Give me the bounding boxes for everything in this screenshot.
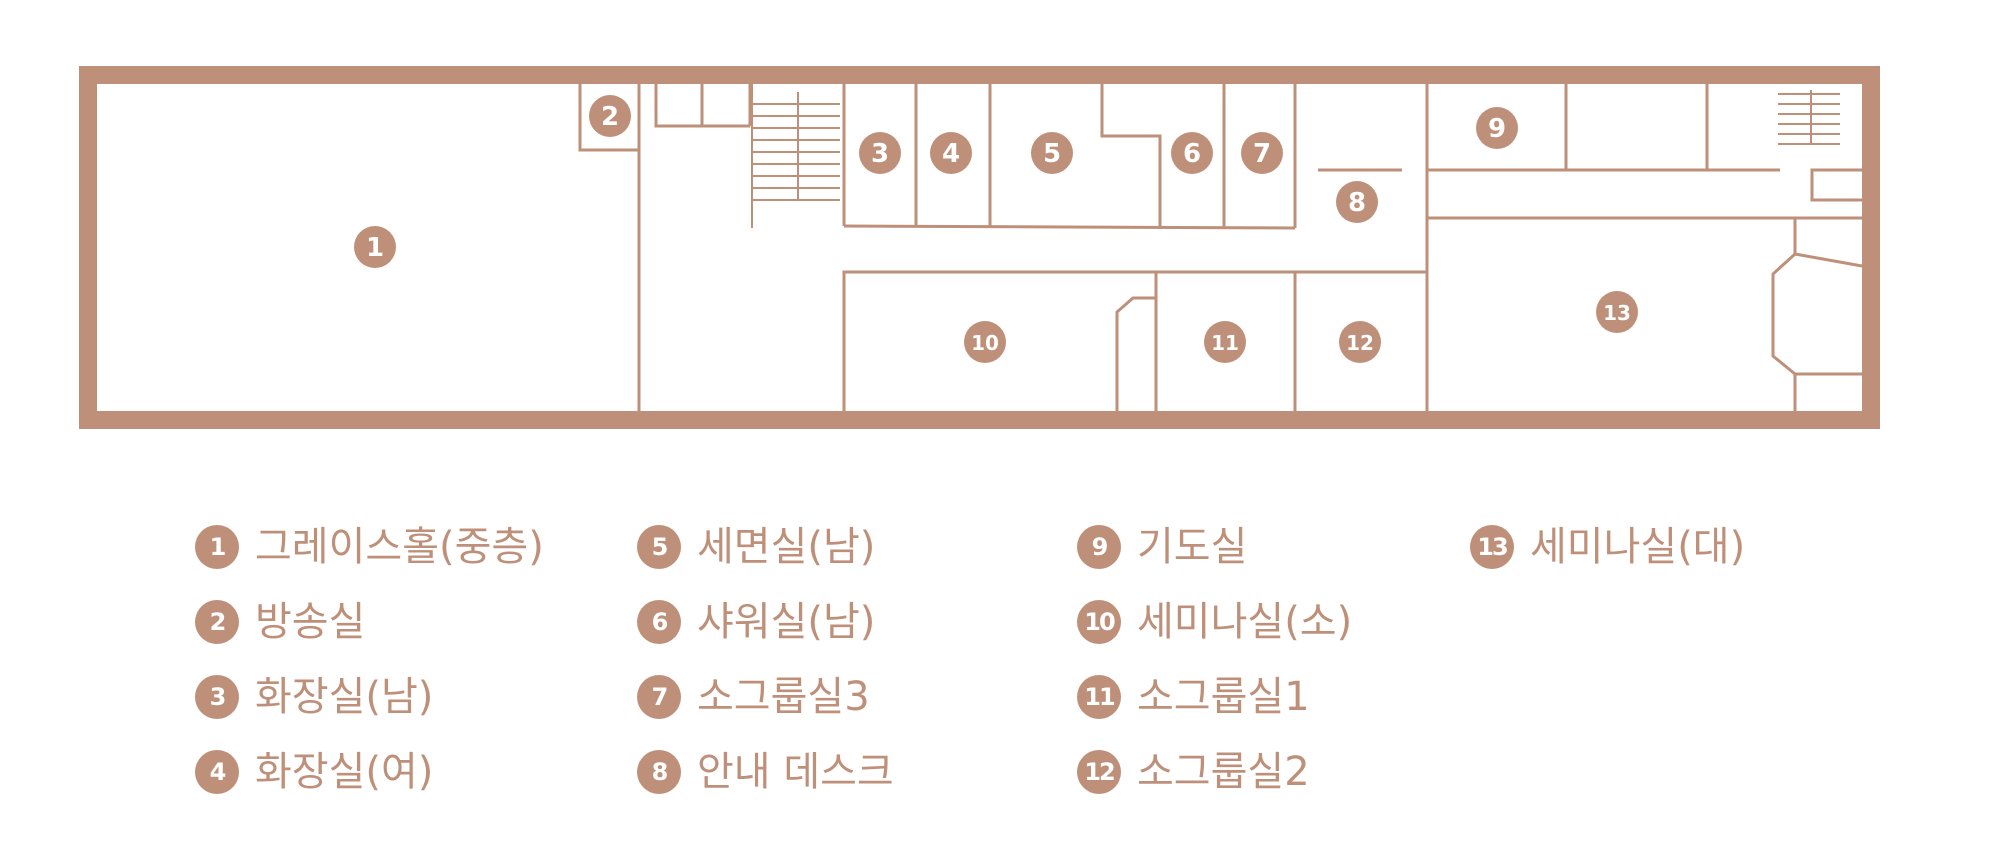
map-marker-number: 9 xyxy=(1488,114,1506,144)
map-marker-10: 10 xyxy=(964,321,1006,363)
legend-number-badge: 5 xyxy=(637,525,681,569)
map-marker-2: 2 xyxy=(589,95,631,137)
legend-number-badge: 4 xyxy=(195,750,239,794)
map-marker-1: 1 xyxy=(354,226,396,268)
map-marker-13: 13 xyxy=(1596,291,1638,333)
legend-item-11: 11 소그룹실1 xyxy=(1077,675,1310,719)
stairs-left xyxy=(751,84,840,228)
legend-number-badge: 9 xyxy=(1077,525,1121,569)
map-marker-number: 7 xyxy=(1253,139,1271,169)
legend-number-badge: 3 xyxy=(195,675,239,719)
legend-item-4: 4 화장실(여) xyxy=(195,750,433,794)
legend-item-9: 9 기도실 xyxy=(1077,525,1247,569)
map-marker-number: 6 xyxy=(1183,139,1201,169)
legend-room-name: 화장실(여) xyxy=(255,749,434,795)
map-marker-number: 4 xyxy=(942,139,960,169)
map-marker-5: 5 xyxy=(1031,132,1073,174)
legend-room-name: 방송실 xyxy=(255,599,366,645)
legend-room-name: 세미나실(대) xyxy=(1530,524,1746,570)
legend-room-name: 샤워실(남) xyxy=(697,599,876,645)
map-marker-6: 6 xyxy=(1171,132,1213,174)
map-marker-number: 11 xyxy=(1211,331,1239,355)
legend-number-badge: 10 xyxy=(1077,600,1121,644)
legend-room-name: 화장실(남) xyxy=(255,674,434,720)
legend-room-name: 세면실(남) xyxy=(697,524,876,570)
legend-number-badge: 11 xyxy=(1077,675,1121,719)
legend-number-badge: 1 xyxy=(195,525,239,569)
interior-walls xyxy=(578,84,1863,412)
legend-item-7: 7 소그룹실3 xyxy=(637,675,870,719)
legend-room-name: 그레이스홀(중층) xyxy=(255,524,544,570)
map-marker-11: 11 xyxy=(1204,321,1246,363)
legend-number-badge: 7 xyxy=(637,675,681,719)
legend-room-name: 안내 데스크 xyxy=(697,749,894,795)
legend-item-10: 10 세미나실(소) xyxy=(1077,600,1352,644)
stairs-right xyxy=(1778,90,1840,145)
map-marker-number: 2 xyxy=(601,102,619,132)
legend-item-5: 5 세면실(남) xyxy=(637,525,875,569)
legend-item-3: 3 화장실(남) xyxy=(195,675,433,719)
map-marker-number: 8 xyxy=(1348,188,1366,218)
map-marker-number: 5 xyxy=(1043,139,1061,169)
map-marker-number: 1 xyxy=(366,233,384,263)
map-marker-number: 3 xyxy=(871,139,889,169)
legend-item-6: 6 샤워실(남) xyxy=(637,600,875,644)
map-marker-7: 7 xyxy=(1241,132,1283,174)
map-marker-number: 13 xyxy=(1603,301,1631,325)
map-marker-3: 3 xyxy=(859,132,901,174)
map-marker-8: 8 xyxy=(1336,181,1378,223)
map-marker-number: 12 xyxy=(1346,331,1374,355)
legend-item-1: 1 그레이스홀(중층) xyxy=(195,525,544,569)
legend-room-name: 기도실 xyxy=(1137,524,1248,570)
legend-item-12: 12 소그룹실2 xyxy=(1077,750,1310,794)
legend-number-badge: 6 xyxy=(637,600,681,644)
legend-number-badge: 8 xyxy=(637,750,681,794)
legend-item-2: 2 방송실 xyxy=(195,600,365,644)
map-marker-9: 9 xyxy=(1476,107,1518,149)
legend-room-name: 소그룹실3 xyxy=(697,674,870,720)
legend-number-badge: 13 xyxy=(1470,525,1514,569)
legend-room-name: 소그룹실1 xyxy=(1137,674,1310,720)
map-marker-12: 12 xyxy=(1339,321,1381,363)
building-outer-wall xyxy=(79,66,1880,429)
map-marker-4: 4 xyxy=(930,132,972,174)
legend-room-name: 세미나실(소) xyxy=(1137,599,1353,645)
legend-number-badge: 2 xyxy=(195,600,239,644)
legend-item-8: 8 안내 데스크 xyxy=(637,750,894,794)
legend-number-badge: 12 xyxy=(1077,750,1121,794)
map-marker-number: 10 xyxy=(971,331,999,355)
legend-item-13: 13 세미나실(대) xyxy=(1470,525,1745,569)
legend-room-name: 소그룹실2 xyxy=(1137,749,1310,795)
